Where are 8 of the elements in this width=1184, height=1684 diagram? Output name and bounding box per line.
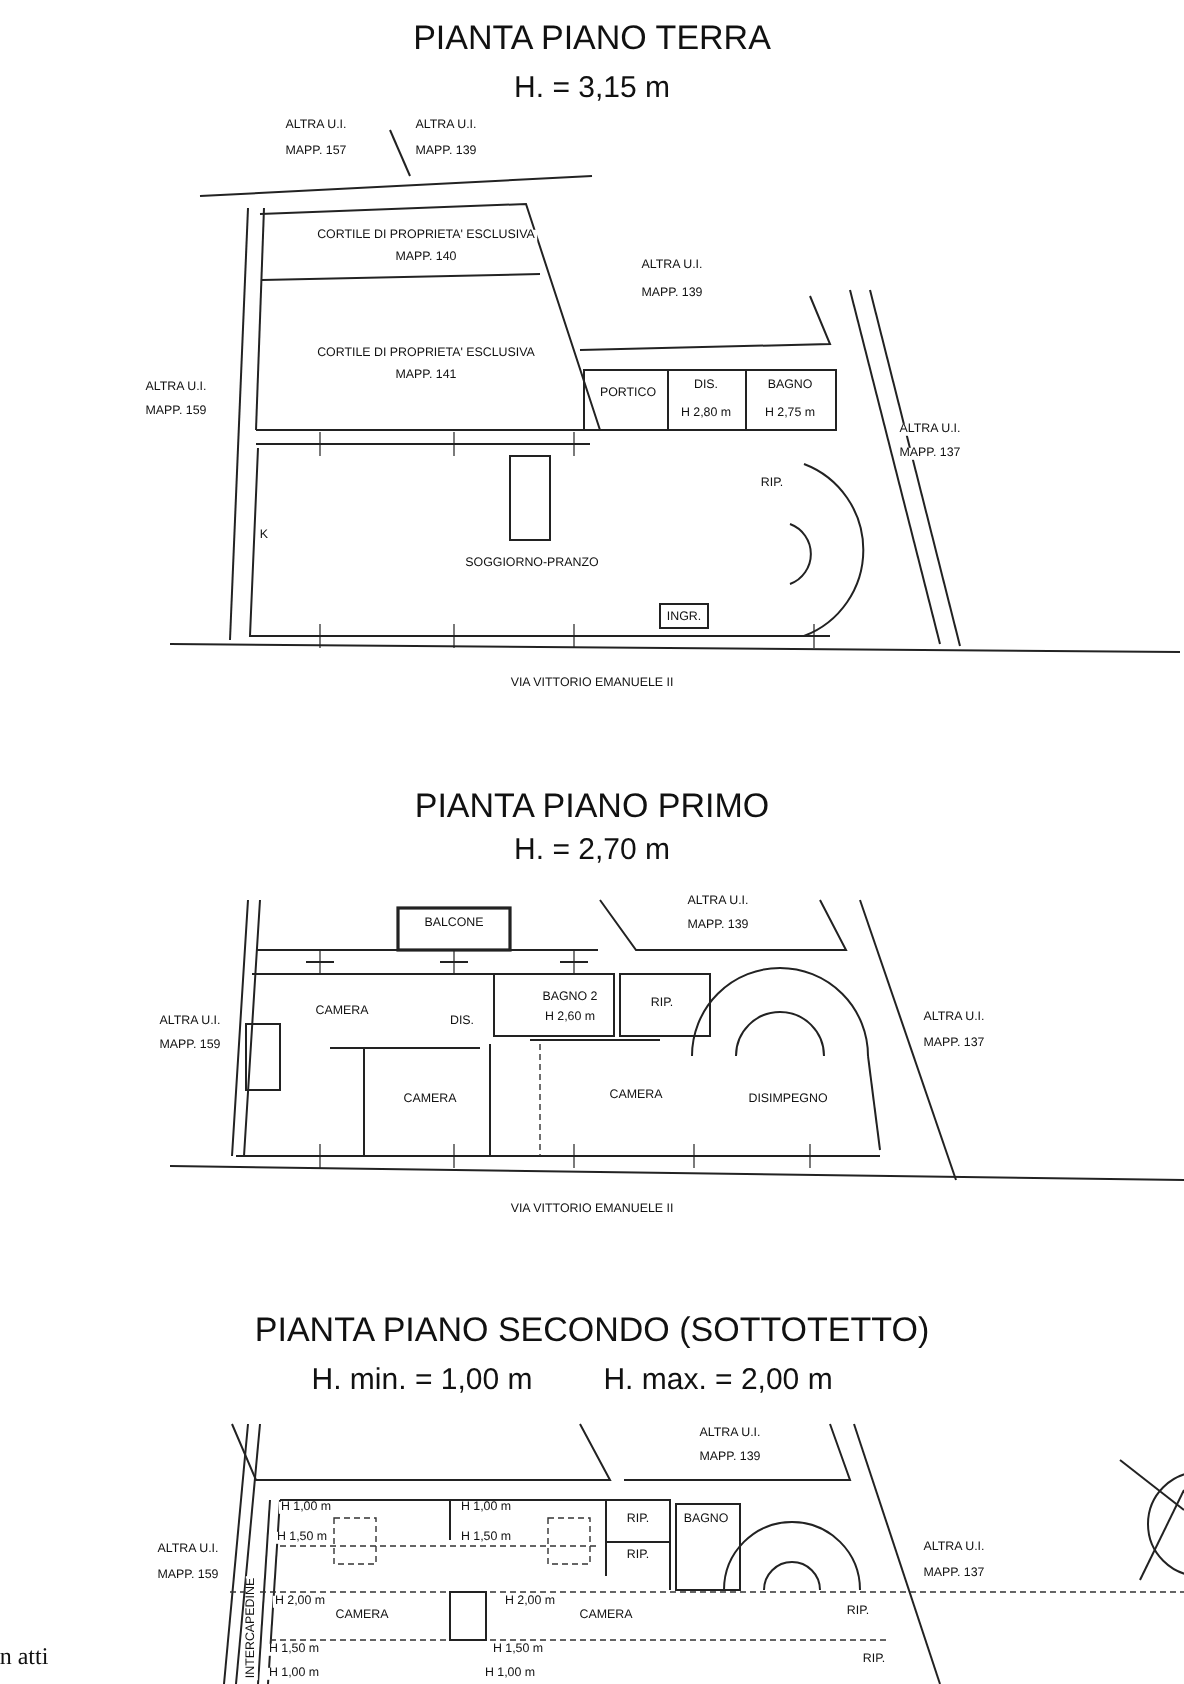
height-note: H. min. = 1,00 m (309, 1365, 535, 1395)
plan-title: PIANTA PIANO TERRA (411, 21, 773, 55)
height-note: H. = 3,15 m (512, 73, 672, 103)
height-note: H. = 2,70 m (512, 835, 672, 865)
note-text: n atti (0, 1644, 51, 1668)
plan-title: PIANTA PIANO PRIMO (412, 789, 772, 823)
plan-title: PIANTA PIANO SECONDO (SOTTOTETTO) (252, 1313, 932, 1347)
height-note: H. max. = 2,00 m (601, 1365, 835, 1395)
